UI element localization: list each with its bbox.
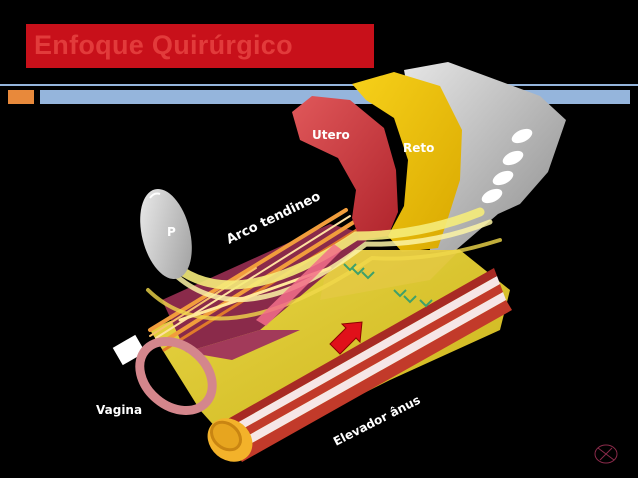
uterus-shape <box>292 96 398 240</box>
rectum-shape <box>352 72 462 252</box>
ligament-bands <box>146 207 502 322</box>
pubis-bone <box>140 188 192 280</box>
label-rectum: Reto <box>403 141 434 155</box>
corner-decoration-icon <box>594 444 618 464</box>
title-box: Enfoque Quirúrgico <box>26 24 374 68</box>
vaginal-opening-ring <box>135 337 217 415</box>
header-rule-line <box>0 84 638 86</box>
slide-title: Enfoque Quirúrgico <box>34 30 293 60</box>
instrument-block <box>112 334 146 366</box>
direction-arrow <box>329 321 363 355</box>
anal-opening-ring <box>207 418 253 462</box>
label-vagina: Vagina <box>96 403 142 417</box>
header-accent-orange <box>8 90 34 104</box>
pink-ligament <box>256 244 342 326</box>
suture-marks <box>343 263 433 308</box>
levator-stripes <box>226 268 512 462</box>
label-uterus: Utero <box>312 128 350 142</box>
label-pubis: P <box>167 225 176 239</box>
